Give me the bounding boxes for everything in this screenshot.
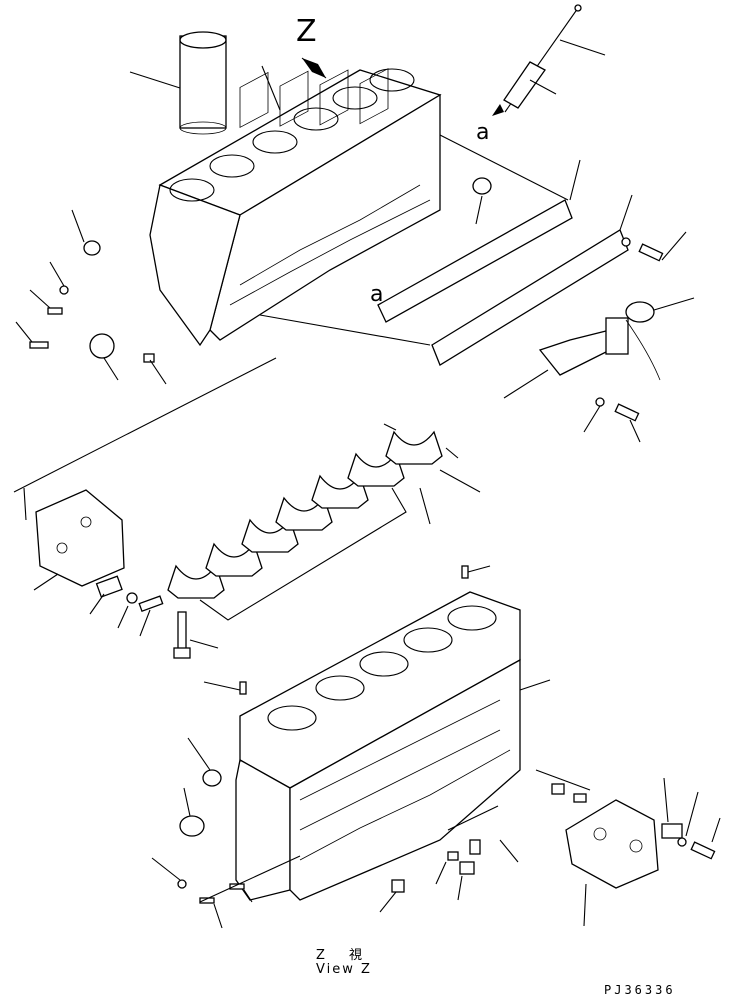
right-mount-bracket xyxy=(565,777,721,927)
view-caption-en: View Z xyxy=(316,962,372,977)
view-z-label: Z xyxy=(296,14,317,49)
upper-cylinder-block xyxy=(149,68,442,347)
tie-line-upper xyxy=(13,357,277,493)
view-caption-jp: Z 視 xyxy=(316,948,373,963)
leader-upper-block xyxy=(261,65,281,111)
reference-mark-a-lower: a xyxy=(370,282,384,307)
side-cover-gasket xyxy=(259,134,633,366)
drawing-code: PJ36336 xyxy=(604,983,676,997)
front-plugs xyxy=(15,177,492,385)
main-bearing-caps xyxy=(167,423,481,621)
cylinder-liner xyxy=(129,31,227,135)
lower-plugs xyxy=(151,737,301,929)
lower-cylinder-block xyxy=(203,565,551,901)
reference-mark-a-upper: a xyxy=(476,120,490,145)
oil-filler-pipe xyxy=(503,297,695,399)
main-bearing-cap-bolt xyxy=(173,611,219,659)
dipstick xyxy=(492,4,606,116)
left-mount-bracket xyxy=(23,487,164,637)
view-z-arrow xyxy=(301,57,327,79)
lower-small-parts xyxy=(379,769,591,913)
upper-bolts xyxy=(583,231,687,443)
